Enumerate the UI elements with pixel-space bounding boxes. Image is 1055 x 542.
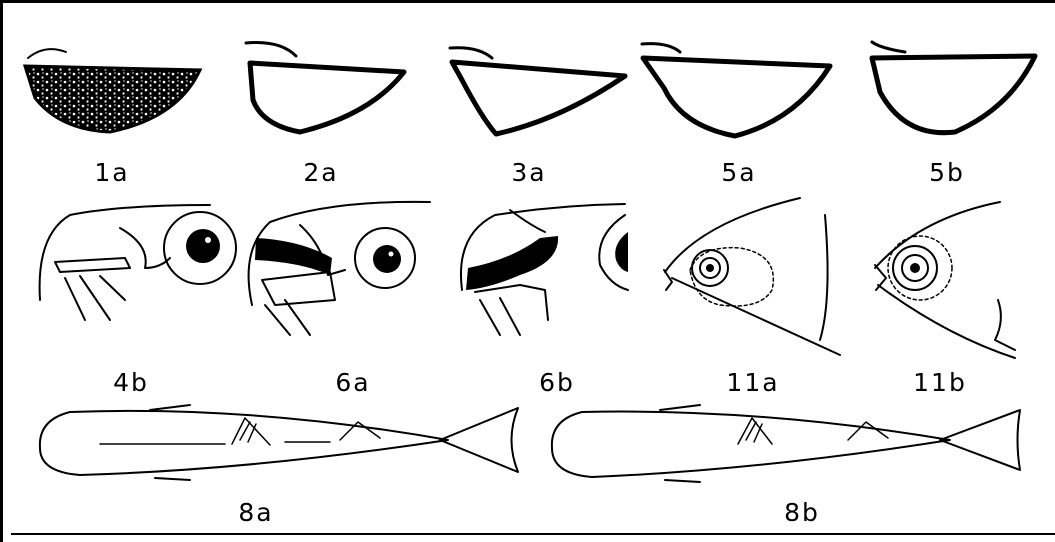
fig-8b-drawing (552, 405, 1020, 482)
fig-6b-drawing (461, 204, 628, 335)
fig-1a-label: 1a (94, 158, 129, 187)
fig-5b-drawing (872, 42, 1035, 133)
fig-3a-drawing (450, 48, 625, 134)
fig-3a-label: 3a (511, 158, 546, 187)
fig-4b-drawing (40, 205, 236, 320)
fig-8a-label: 8a (238, 498, 273, 527)
fig-8a-drawing (40, 405, 518, 480)
fig-2a-drawing (246, 43, 404, 132)
fig-5b-label: 5b (929, 158, 965, 187)
fig-11b-label: 11b (913, 368, 967, 397)
fig-11a-label: 11a (726, 368, 779, 397)
fig-1a-drawing (25, 49, 200, 132)
fig-8b-label: 8b (784, 498, 820, 527)
fig-5a-drawing (642, 44, 830, 136)
fig-5a-label: 5a (721, 158, 756, 187)
fig-11a-drawing (664, 198, 840, 355)
fig-6a-label: 6a (335, 368, 370, 397)
fig-4b-label: 4b (113, 368, 149, 397)
fig-2a-label: 2a (303, 158, 338, 187)
fig-6a-drawing (249, 202, 430, 335)
fig-11b-drawing (875, 202, 1015, 358)
fig-6b-label: 6b (539, 368, 575, 397)
